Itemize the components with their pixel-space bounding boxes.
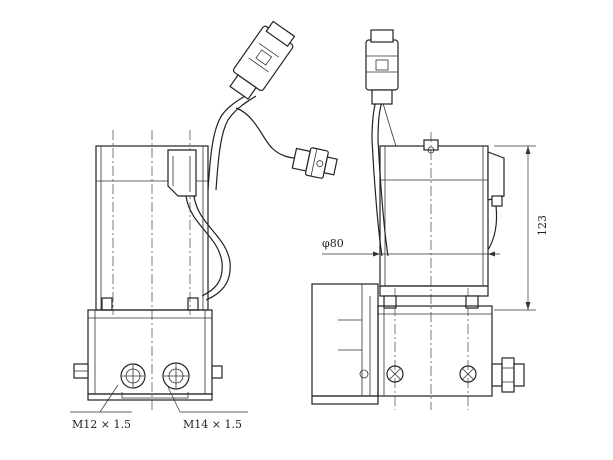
label-thread-m14: M14 × 1.5	[183, 418, 242, 431]
port-side-right	[459, 365, 477, 383]
cable-lower	[185, 195, 223, 297]
motor-housing-side	[379, 145, 489, 287]
front-view: M12 × 1.5 M14 × 1.5	[70, 20, 338, 431]
connector-side	[291, 147, 338, 179]
cable-upper	[207, 92, 251, 191]
bolt-right	[211, 365, 223, 379]
label-thread-m12: M12 × 1.5	[72, 418, 131, 431]
terminal-block	[167, 149, 197, 197]
port-side-left	[386, 365, 404, 383]
port-m12	[120, 363, 146, 389]
mount-block	[311, 283, 379, 397]
pump-bracket	[87, 309, 213, 395]
fitting-right	[491, 357, 525, 393]
label-height: 123	[536, 215, 549, 236]
connector-top-side	[365, 29, 399, 105]
label-diameter: φ80	[322, 237, 344, 250]
side-view: φ80 123	[311, 29, 549, 410]
terminal-box-side	[487, 151, 505, 201]
connector-top	[229, 20, 296, 100]
port-m14	[162, 362, 190, 390]
cable-side	[371, 95, 383, 257]
cable-branch	[235, 107, 297, 159]
